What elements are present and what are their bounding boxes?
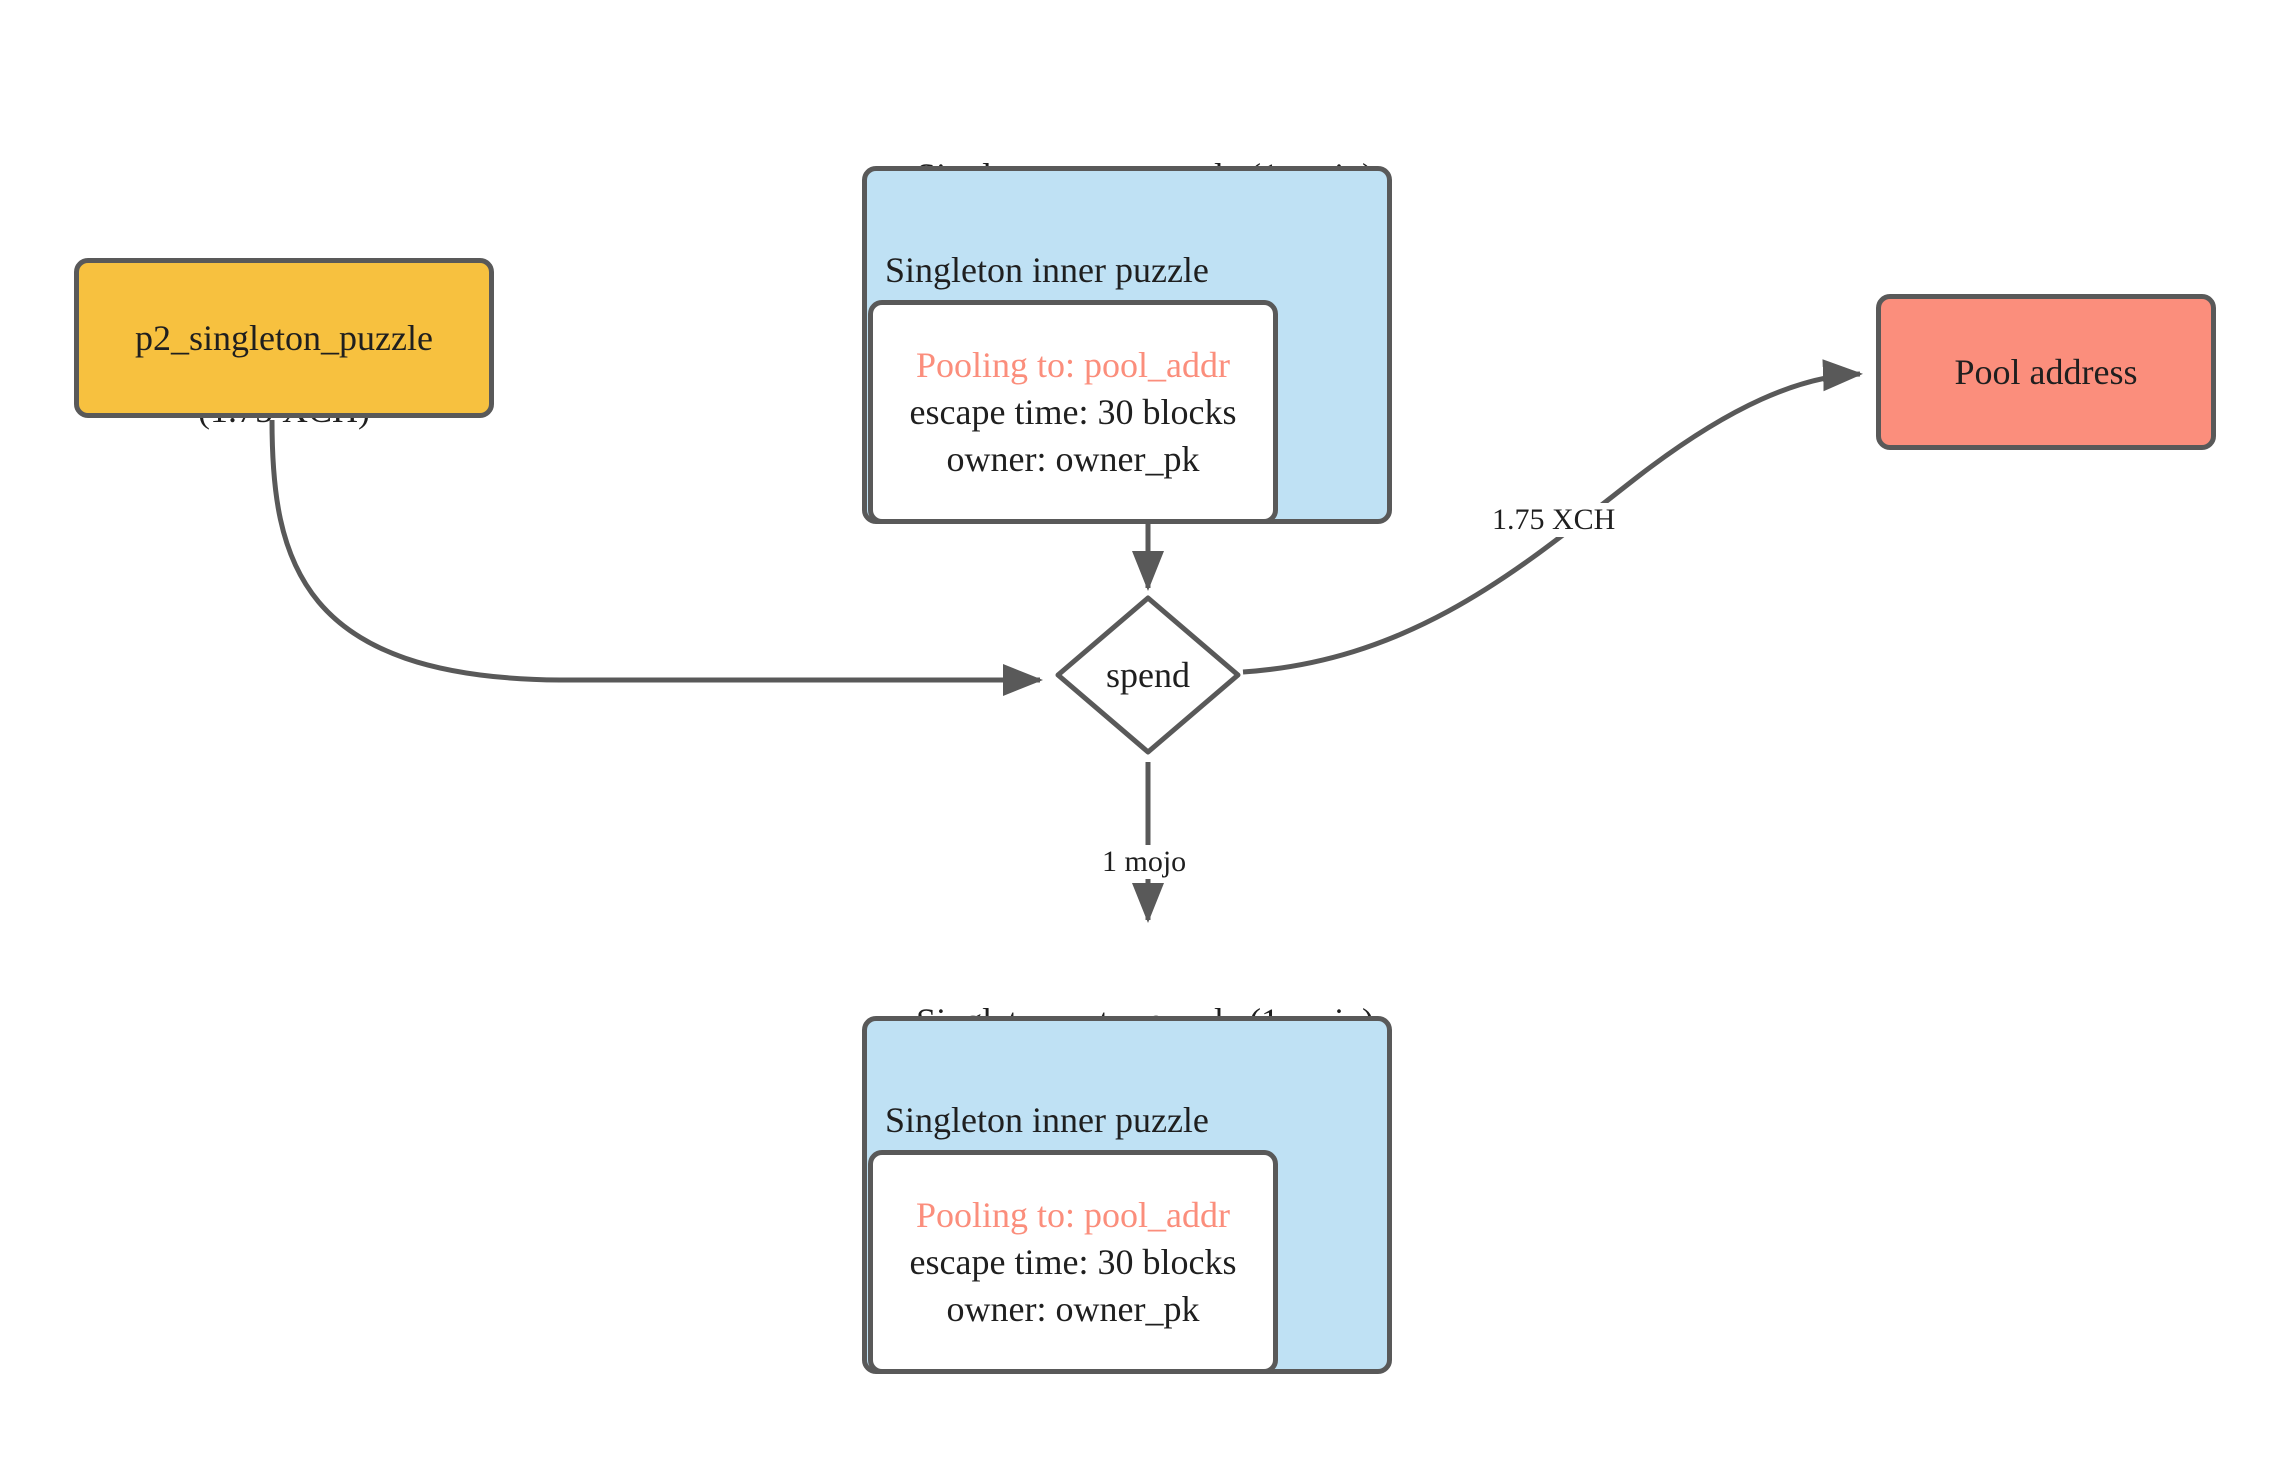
singleton-inner-puzzle-top[interactable]: Pooling to: pool_addr escape time: 30 bl…: [868, 300, 1278, 524]
p2-singleton-puzzle-box[interactable]: p2_singleton_puzzle: [74, 258, 494, 418]
edge-label-1-mojo: 1 mojo: [1098, 845, 1191, 879]
escape-time-line-top: escape time: 30 blocks: [909, 391, 1237, 432]
edge-label-1-mojo-text: 1 mojo: [1102, 845, 1187, 878]
escape-time-line-bottom: escape time: 30 blocks: [909, 1241, 1237, 1282]
edge-label-1-75-xch-text: 1.75 XCH: [1492, 503, 1616, 536]
singleton-inner-puzzle-title-top: Singleton inner puzzle: [885, 250, 1209, 290]
spend-node[interactable]: spend: [1058, 598, 1238, 752]
pool-address-label: Pool address: [1954, 352, 2138, 392]
pool-address-box[interactable]: Pool address: [1876, 294, 2216, 450]
edge-label-1-75-xch: 1.75 XCH: [1488, 503, 1620, 537]
p2-singleton-puzzle-label: p2_singleton_puzzle: [135, 318, 433, 358]
owner-line-top: owner: owner_pk: [946, 438, 1200, 479]
singleton-inner-puzzle-bottom[interactable]: Pooling to: pool_addr escape time: 30 bl…: [868, 1150, 1278, 1374]
singleton-inner-puzzle-title-bottom: Singleton inner puzzle: [885, 1100, 1209, 1140]
owner-line-bottom: owner: owner_pk: [946, 1288, 1200, 1329]
pooling-to-line-top: Pooling to: pool_addr: [916, 344, 1230, 385]
pooling-to-line-bottom: Pooling to: pool_addr: [916, 1194, 1230, 1235]
spend-label: spend: [1106, 655, 1190, 695]
